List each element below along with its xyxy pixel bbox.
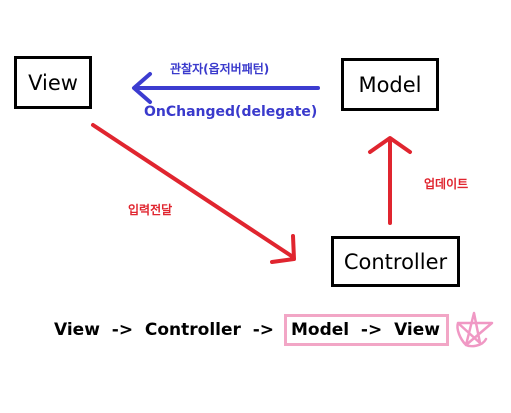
star-doodle-icon [456,311,494,348]
input-transfer-label: 입력전달 [128,203,173,217]
view-node: View [14,56,92,109]
onchanged-delegate-label: OnChanged(delegate) [144,104,318,120]
model-node-label: Model [358,72,422,97]
arrow-view-to-controller [91,123,296,264]
flow-summary: View -> Controller -> Model -> View [54,314,449,346]
model-node: Model [341,58,439,111]
arrow-model-to-view [132,72,320,104]
arrow-controller-to-model [368,136,412,225]
update-label: 업데이트 [424,177,469,191]
controller-node: Controller [331,236,460,287]
controller-node-label: Controller [343,249,448,274]
flow-summary-text: View -> Controller -> [54,320,280,340]
flow-summary-highlight: Model -> View [283,314,449,346]
observer-pattern-label: 관찰자(옵저버패턴) [170,62,270,76]
view-node-label: View [28,70,78,95]
